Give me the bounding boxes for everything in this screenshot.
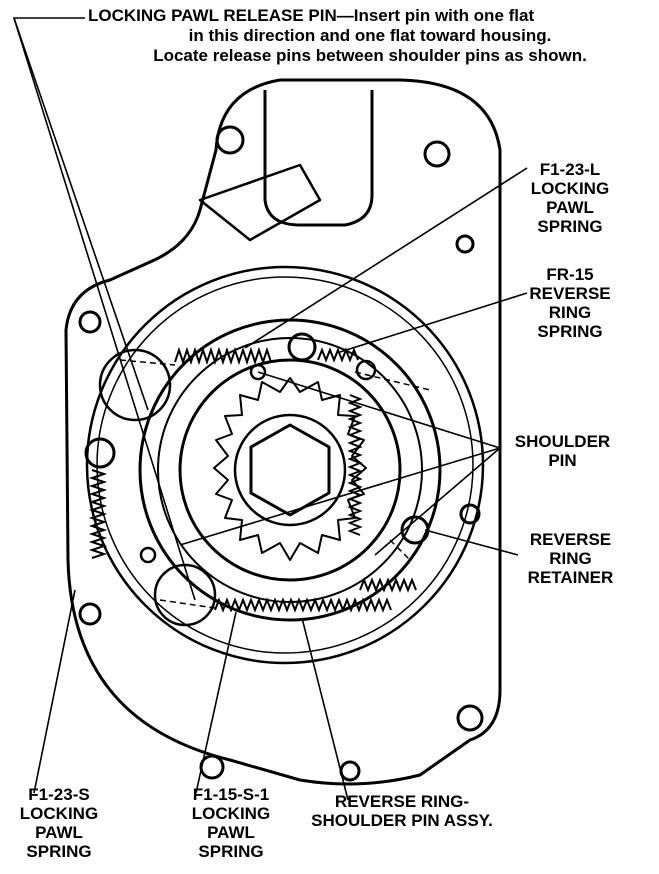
label-line: RETAINER	[527, 568, 614, 587]
hidden-line	[159, 599, 216, 609]
leader-fr-15	[339, 292, 528, 353]
bolt-hole	[423, 140, 451, 168]
hidden-line	[389, 539, 411, 561]
label-line: F1-23-L	[539, 160, 601, 179]
bolt-hole	[455, 234, 475, 254]
label-reverse-ring-shoulder-pin-assy: REVERSE RING- SHOULDER PIN ASSY.	[302, 792, 502, 830]
spring-fr-15	[317, 347, 359, 363]
spring-reverse-ring-right	[347, 394, 363, 536]
leader-release-pin-2	[13, 17, 196, 601]
bolt-hole	[215, 125, 245, 155]
pawl-boss-upper	[98, 348, 172, 422]
label-line: SPRING	[537, 322, 603, 341]
bolt-hole	[199, 754, 225, 780]
spring-lower-right	[359, 577, 417, 593]
locking-pawl-release-pin-callout: LOCKING PAWL RELEASE PIN—Insert pin with…	[88, 6, 652, 66]
label-line: RING	[548, 303, 592, 322]
hidden-line	[354, 371, 431, 391]
label-reverse-ring-retainer: REVERSE RING RETAINER	[508, 530, 633, 587]
bolt-hole	[456, 704, 484, 732]
label-line: PAWL	[35, 823, 83, 842]
label-line: REVERSE	[529, 530, 612, 549]
outer-ring-inner	[96, 276, 474, 654]
callout-line-1: LOCKING PAWL RELEASE PIN—Insert pin with…	[88, 6, 535, 25]
leader-f1-23-s	[33, 589, 76, 794]
housing-tab	[198, 163, 322, 242]
callout-line-3: Locate release pins between shoulder pin…	[153, 46, 587, 65]
leader-f1-15-s-1	[195, 611, 237, 794]
leader-shoulder-pin-1	[257, 371, 501, 449]
hex-nut	[249, 423, 331, 517]
spring-f1-23-s	[88, 469, 108, 559]
label-line: LOCKING	[19, 804, 99, 823]
label-line: FR-15	[546, 265, 594, 284]
callout-line-2: in this direction and one flat toward ho…	[188, 26, 552, 45]
label-line: SHOULDER PIN ASSY.	[311, 811, 493, 830]
hub-splines	[213, 377, 367, 561]
leader-reverse-ring-retainer	[424, 529, 519, 556]
bolt-hole	[459, 503, 481, 525]
label-f1-15-s-1-locking-pawl-spring: F1-15-S-1 LOCKING PAWL SPRING	[176, 785, 286, 861]
hub	[178, 358, 402, 582]
label-line: PAWL	[207, 823, 255, 842]
bolt-hole	[78, 602, 102, 626]
leader-shoulder-pin-2	[179, 447, 501, 546]
label-line: PIN	[548, 451, 577, 470]
shoulder-pin	[249, 363, 267, 381]
label-f1-23-l-locking-pawl-spring: F1-23-L LOCKING PAWL SPRING	[510, 160, 630, 236]
label-line: SPRING	[26, 842, 92, 861]
label-f1-23-s-locking-pawl-spring: F1-23-S LOCKING PAWL SPRING	[4, 785, 114, 861]
label-line: REVERSE RING-	[334, 792, 470, 811]
shoulder-pin	[139, 546, 157, 564]
bolt-hole	[339, 760, 361, 782]
outer-ring	[85, 265, 485, 665]
label-line: SPRING	[198, 842, 264, 861]
housing-slot	[263, 90, 374, 227]
reverse-ring	[138, 318, 442, 622]
spring-f1-23-l	[174, 346, 272, 366]
label-line: REVERSE	[529, 284, 611, 303]
spring-post	[84, 437, 116, 469]
label-line: RING	[549, 549, 592, 568]
leader-shoulder-pin-3	[374, 447, 501, 556]
leader-reverse-ring-assy	[301, 617, 349, 801]
label-line: F1-23-S	[28, 785, 90, 804]
housing-outline	[64, 78, 502, 786]
label-line: F1-15-S-1	[192, 785, 270, 804]
leader-release-pin-1	[12, 17, 149, 411]
label-line: LOCKING	[530, 179, 610, 198]
label-line: PAWL	[546, 198, 594, 217]
spring-post	[287, 332, 317, 362]
label-line: SPRING	[537, 217, 603, 236]
spring-f1-15-s-1	[214, 597, 392, 613]
pawl-boss-lower	[153, 563, 217, 627]
hub-bore	[233, 413, 347, 527]
leader-f1-23-l	[244, 167, 528, 349]
spring-post	[355, 359, 377, 381]
label-fr-15-reverse-ring-spring: FR-15 REVERSE RING SPRING	[515, 265, 625, 341]
bolt-hole	[78, 310, 102, 334]
label-shoulder-pin: SHOULDER PIN	[500, 432, 625, 470]
label-line: SHOULDER	[514, 432, 611, 451]
label-line: LOCKING	[191, 804, 271, 823]
